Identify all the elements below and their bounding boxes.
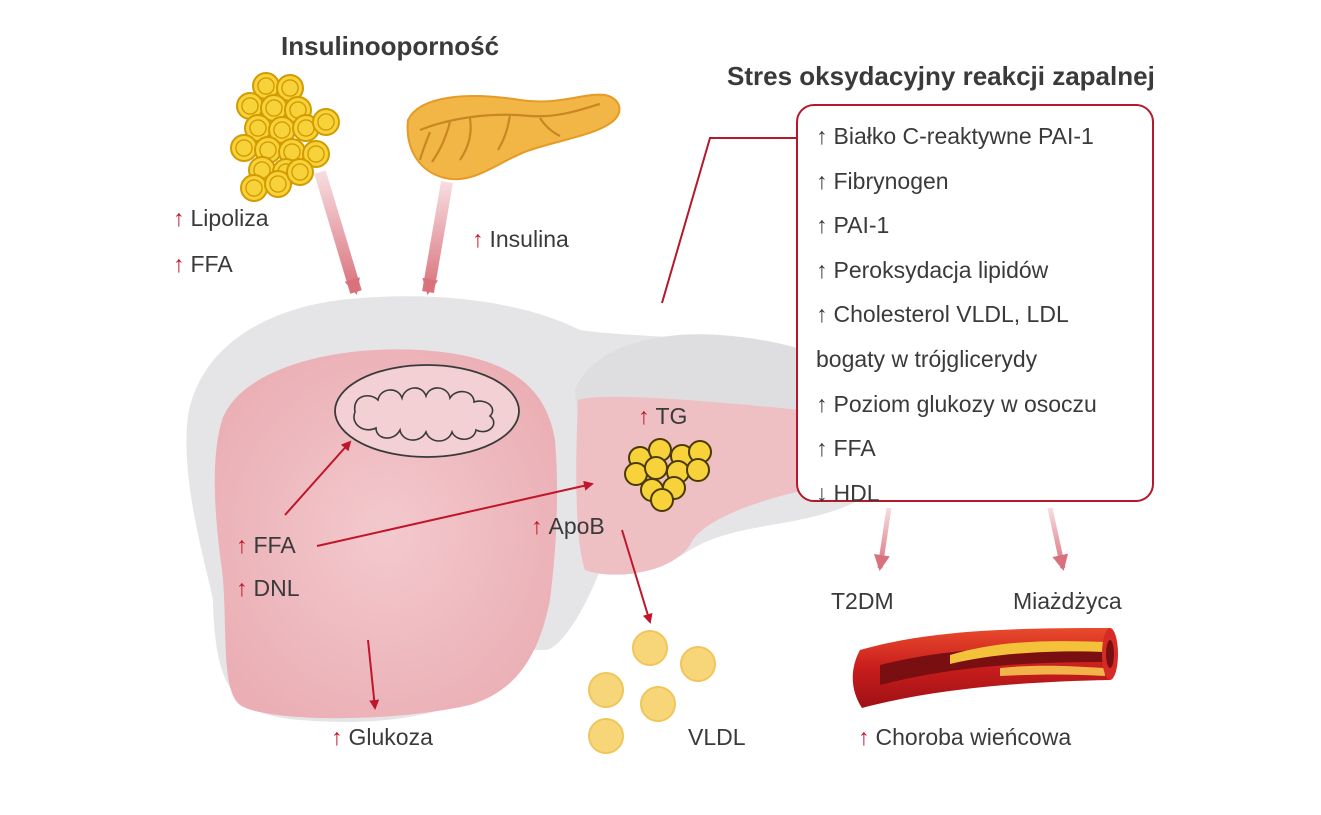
insulin-label: ↑Insulina: [472, 226, 569, 253]
liver-right-lobe: [576, 396, 805, 575]
increase-arrow-icon: ↑: [173, 251, 185, 277]
stress-to-atherosclerosis-arrow: [1047, 507, 1069, 571]
increase-arrow-icon: ↑: [816, 435, 828, 462]
fat-ffa-label: ↑FFA: [173, 251, 233, 278]
oxidative-stress-box: ↑Białko C-reaktywne PAI-1↑Fibrynogen↑PAI…: [796, 104, 1154, 506]
increase-arrow-icon: ↑: [858, 724, 870, 750]
pancreas-duct-icon: [418, 102, 601, 163]
stress-item-text: PAI-1: [833, 212, 890, 239]
vldl-label: VLDL: [688, 724, 746, 750]
stress-item-text: Cholesterol VLDL, LDL: [833, 301, 1069, 328]
stress-item: ↑Fibrynogen: [816, 159, 1097, 204]
stress-item-text: bogaty w trójglicerydy: [816, 345, 1038, 372]
increase-arrow-icon: ↑: [816, 167, 828, 194]
increase-arrow-icon: ↑: [816, 256, 828, 283]
t2dm-label: T2DM: [831, 588, 894, 614]
lipolysis-text: Lipoliza: [190, 205, 269, 231]
decrease-arrow-icon: ↓: [816, 479, 828, 506]
stress-item: ↑Cholesterol VLDL, LDL: [816, 292, 1097, 337]
increase-arrow-icon: ↑: [816, 123, 828, 149]
atherosclerosis-label: Miażdżyca: [1013, 588, 1122, 614]
mitochondrion-cristae: [353, 387, 495, 442]
stress-item-text: FFA: [833, 435, 876, 462]
liver-ffa-text: FFA: [253, 532, 296, 558]
increase-arrow-icon: ↑: [472, 226, 484, 252]
increase-arrow-icon: ↑: [816, 301, 828, 328]
stress-item: ↑Poziom glukozy w osoczu: [816, 382, 1097, 427]
vldl-particles-icon: [588, 630, 716, 754]
stress-item: bogaty w trójglicerydy: [816, 337, 1097, 382]
tg-droplets-icon: [624, 438, 712, 512]
cad-label: ↑Choroba wieńcowa: [858, 724, 1071, 751]
stress-item: ↑Białko C-reaktywne PAI-1: [816, 114, 1097, 159]
glucose-label: ↑Glukoza: [331, 724, 433, 751]
liver-ffa-label: ↑FFA: [236, 532, 296, 559]
lipolysis-label: ↑Lipoliza: [173, 205, 269, 232]
increase-arrow-icon: ↑: [816, 390, 828, 417]
increase-arrow-icon: ↑: [816, 212, 828, 239]
stress-item: ↑Peroksydacja lipidów: [816, 248, 1097, 293]
increase-arrow-icon: ↑: [638, 403, 650, 429]
fat-to-liver-arrow: [314, 170, 362, 295]
stress-item-text: Peroksydacja lipidów: [833, 256, 1049, 283]
adipose-cells-icon: [230, 72, 340, 202]
stress-marker-list: ↑Białko C-reaktywne PAI-1↑Fibrynogen↑PAI…: [816, 114, 1097, 515]
dnl-text: DNL: [253, 575, 300, 601]
tg-text: TG: [655, 403, 688, 429]
fat-ffa-text: FFA: [190, 251, 233, 277]
dnl-label: ↑DNL: [236, 575, 300, 602]
increase-arrow-icon: ↑: [236, 532, 248, 558]
insulin-text: Insulina: [489, 226, 569, 252]
stress-item-text: Białko C-reaktywne PAI-1: [833, 123, 1094, 149]
increase-arrow-icon: ↑: [173, 205, 185, 231]
glucose-text: Glukoza: [348, 724, 433, 750]
stress-item-text: HDL: [833, 479, 880, 506]
stress-connector-line: [661, 137, 796, 304]
apob-label: ↑ApoB: [531, 513, 605, 540]
insulin-resistance-heading: Insulinooporność: [281, 31, 500, 61]
artery-plaque-icon: [852, 628, 1118, 708]
increase-arrow-icon: ↑: [531, 513, 543, 539]
cad-text: Choroba wieńcowa: [875, 724, 1072, 750]
increase-arrow-icon: ↑: [331, 724, 343, 750]
tg-label: ↑TG: [638, 403, 687, 430]
apob-text: ApoB: [548, 513, 605, 539]
stress-item-text: Fibrynogen: [833, 167, 949, 194]
apob-to-vldl-arrow: [621, 529, 653, 624]
stress-item: ↓HDL: [816, 471, 1097, 516]
stress-item: ↑PAI-1: [816, 203, 1097, 248]
increase-arrow-icon: ↑: [236, 575, 248, 601]
mitochondrion-outer: [334, 364, 520, 458]
stress-item: ↑FFA: [816, 426, 1097, 471]
ffa-to-tg-arrow: [316, 480, 594, 547]
oxidative-stress-heading: Stres oksydacyjny reakcji zapalnej: [727, 61, 1155, 91]
stress-to-t2dm-arrow: [874, 507, 892, 571]
stress-item-text: Poziom glukozy w osoczu: [833, 390, 1097, 417]
liver-to-glucose-arrow: [367, 639, 380, 710]
ffa-to-mitochondrion-arrow: [284, 440, 352, 516]
pancreas-to-liver-arrow: [422, 180, 453, 295]
